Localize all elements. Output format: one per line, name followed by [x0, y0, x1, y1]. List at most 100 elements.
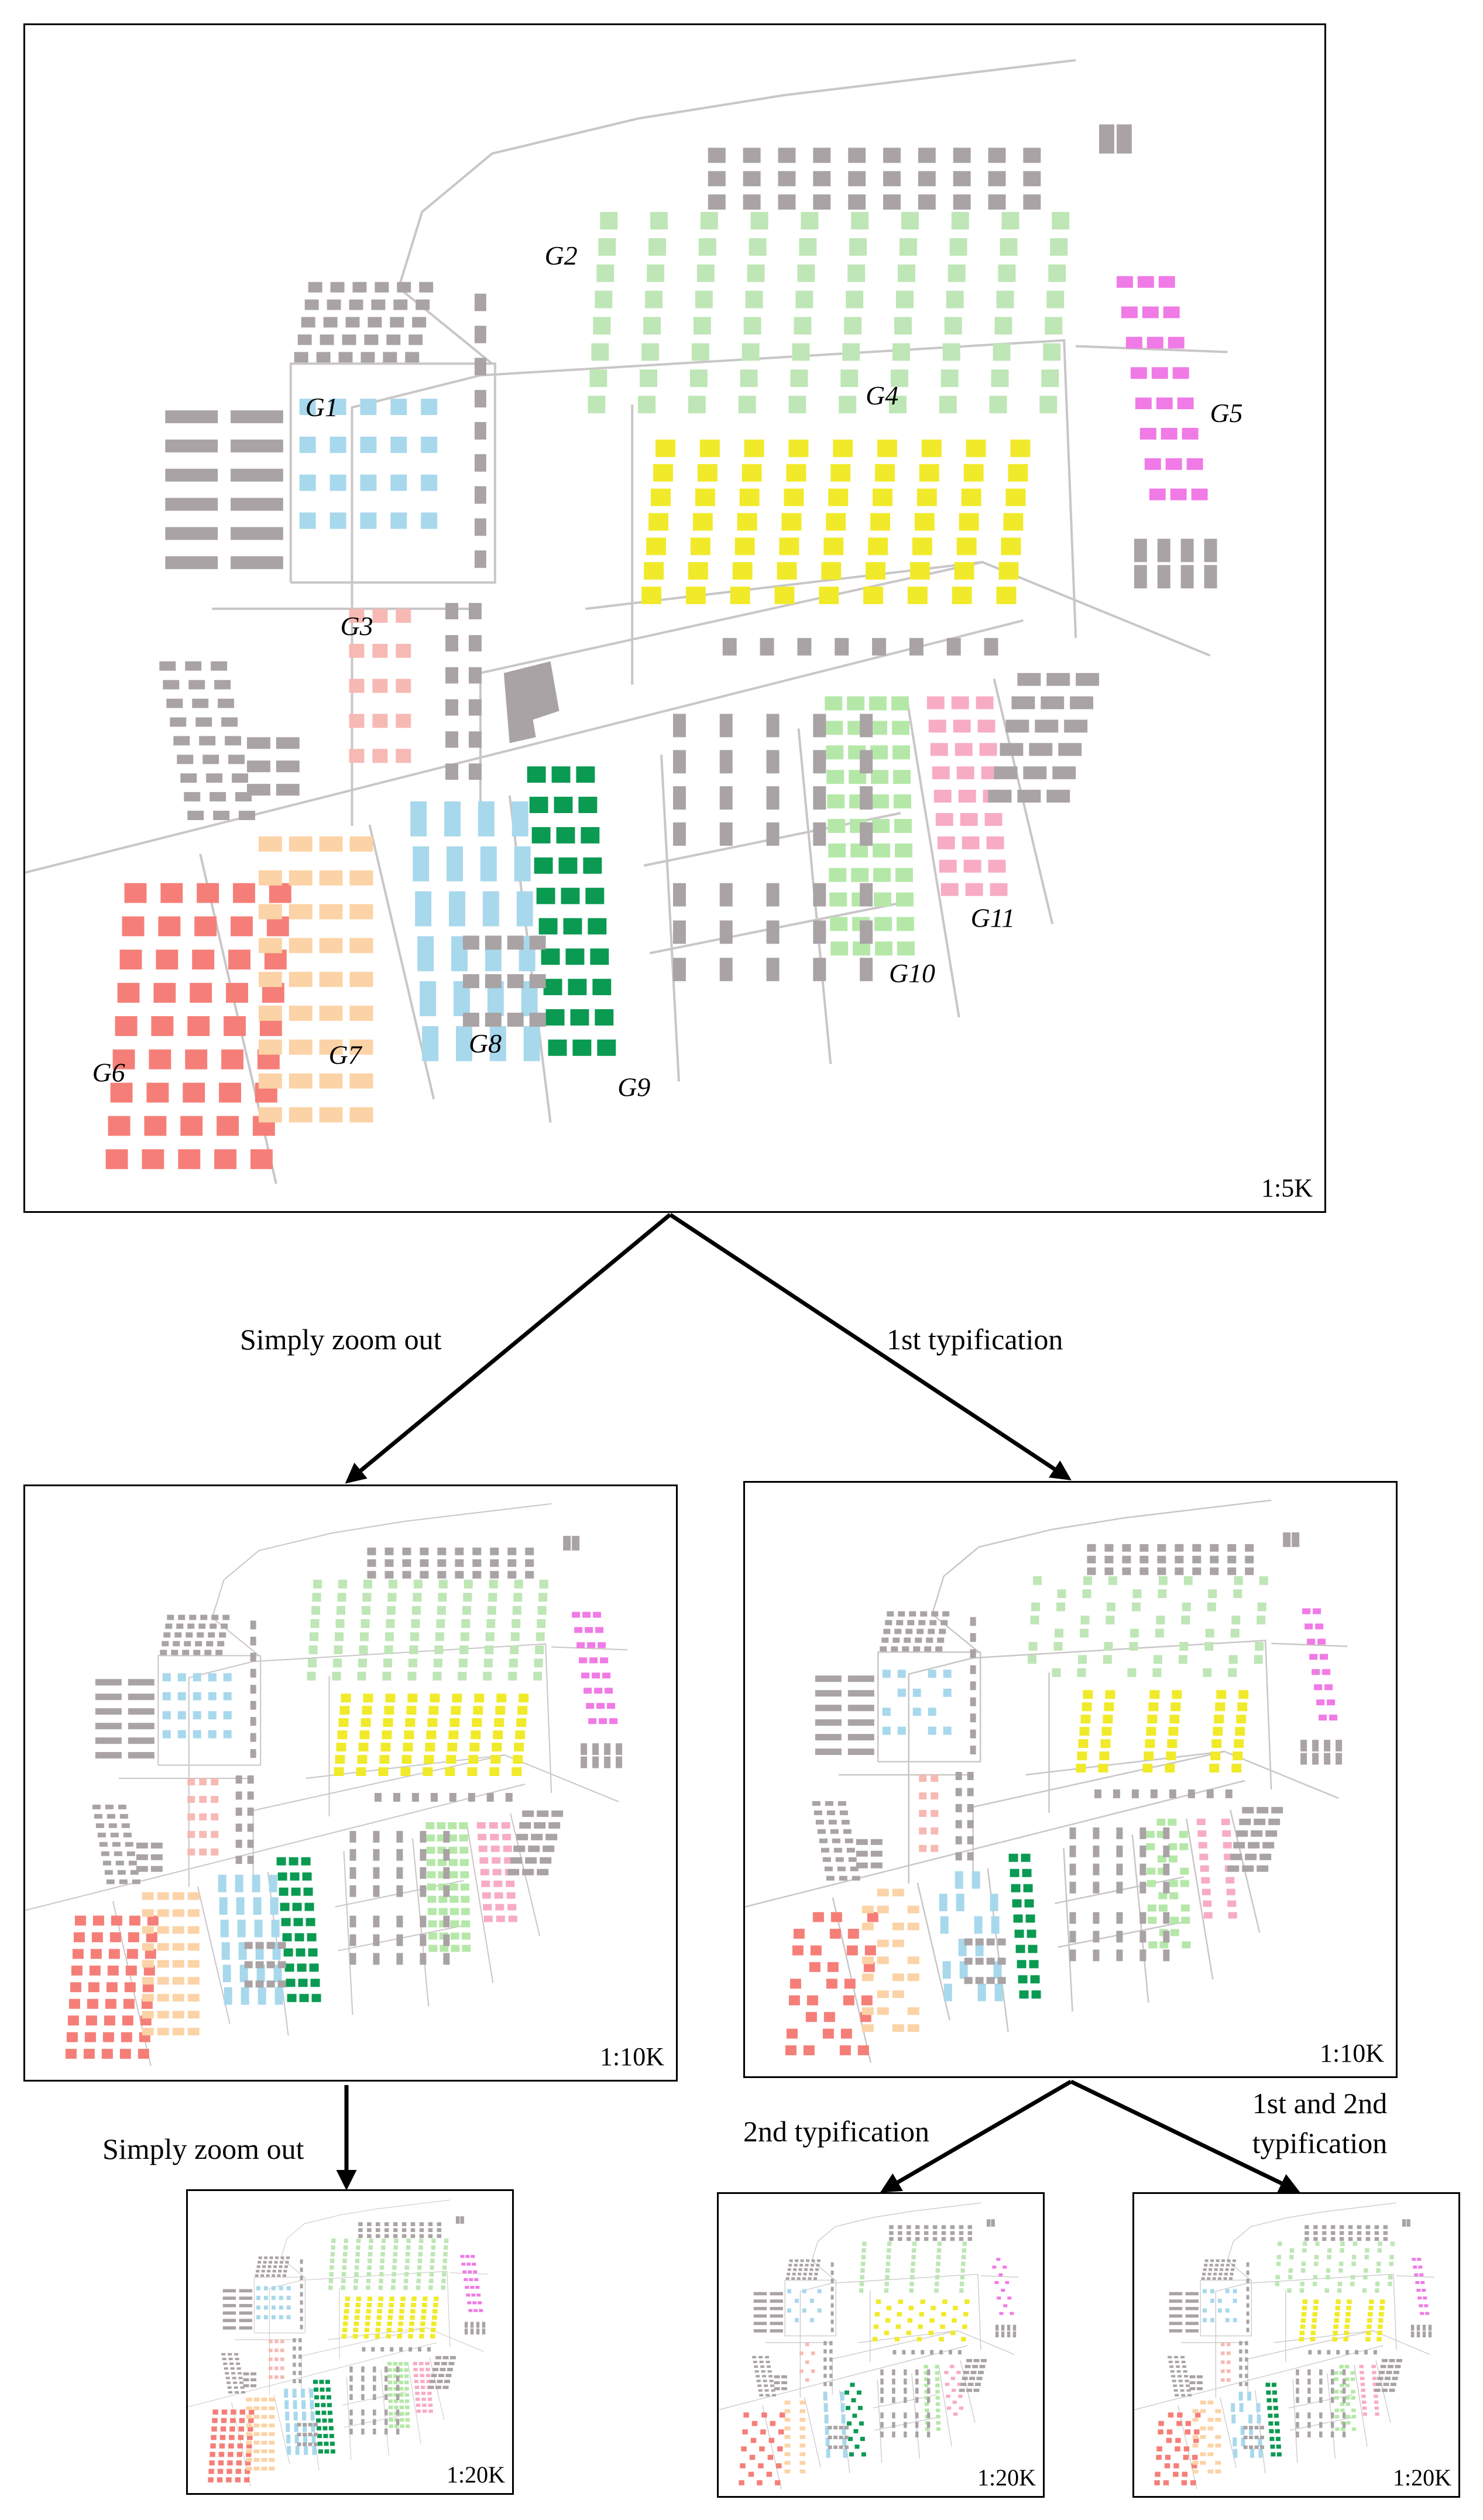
building-g5 [472, 2262, 476, 2266]
building-g10 [874, 892, 891, 907]
building [1093, 1827, 1100, 1839]
building-g11 [965, 883, 983, 896]
building-g6 [66, 2032, 78, 2042]
building-g2 [312, 1593, 321, 1602]
building-g3 [199, 1795, 207, 1803]
building-g10 [440, 1945, 449, 1952]
building-g1 [794, 2318, 799, 2323]
building-g7 [1215, 2409, 1221, 2413]
building-g9 [303, 1887, 313, 1896]
building [813, 822, 826, 846]
building-g9 [329, 2433, 334, 2439]
building-g6 [1156, 2454, 1162, 2460]
building [935, 1646, 943, 1652]
building [412, 317, 427, 328]
building [760, 637, 774, 656]
building [673, 786, 686, 810]
building-g6 [126, 1949, 138, 1959]
building-g4 [1312, 2318, 1317, 2323]
building [323, 317, 338, 328]
building [442, 2385, 449, 2389]
building [250, 1733, 256, 1742]
building-g2 [437, 1606, 446, 1615]
building-g4 [1301, 2312, 1307, 2317]
building [1212, 2277, 1216, 2280]
building-g11 [956, 766, 974, 780]
road-line [905, 696, 960, 1018]
building-g2 [356, 2238, 361, 2243]
building [264, 2256, 268, 2260]
building-g2 [1375, 2288, 1379, 2293]
building-g2 [512, 1619, 521, 1628]
building-g6 [1158, 2420, 1164, 2426]
building-g6 [208, 2477, 214, 2483]
building-g5 [1329, 1715, 1338, 1721]
road-line [1273, 2330, 1430, 2355]
building-g6 [776, 2463, 782, 2468]
building-g5 [1420, 2281, 1425, 2284]
building-g2 [1108, 1576, 1117, 1585]
building [1257, 1806, 1269, 1813]
building-g4 [1010, 439, 1031, 457]
building-g3 [280, 2357, 284, 2361]
building-g4 [364, 2327, 370, 2333]
building-g5 [1324, 1684, 1333, 1691]
building [847, 1705, 874, 1712]
building-g2 [799, 238, 817, 256]
building-g3 [274, 2348, 279, 2353]
building-g8 [295, 2446, 300, 2455]
building-g8 [478, 801, 495, 836]
building-g10 [389, 2424, 393, 2428]
building [973, 2358, 980, 2363]
building [1357, 2225, 1362, 2229]
building [984, 637, 998, 656]
building [1186, 2384, 1190, 2387]
building [513, 1845, 526, 1852]
building [241, 2391, 246, 2394]
building-g2 [934, 2288, 939, 2293]
building-g2 [390, 2285, 396, 2290]
building-g10 [1339, 2365, 1344, 2369]
building-g6 [768, 2437, 775, 2443]
building-g10 [399, 2399, 404, 2404]
building [1179, 2384, 1184, 2387]
building [396, 1849, 403, 1861]
building-g6 [229, 2426, 235, 2432]
building-g6 [214, 1149, 237, 1170]
building-g7 [269, 2397, 275, 2402]
building [419, 2222, 424, 2226]
building-g7 [1192, 2469, 1199, 2474]
building-g5 [1001, 2289, 1005, 2292]
building [1262, 1842, 1275, 1849]
building [770, 2292, 784, 2296]
building-g3 [919, 1792, 927, 1799]
building [255, 1942, 264, 1949]
building-g8 [1250, 2449, 1255, 2458]
building [1087, 1555, 1096, 1564]
building-g2 [329, 2265, 334, 2270]
building-g10 [829, 892, 847, 907]
building [1189, 2375, 1196, 2378]
building [848, 171, 866, 187]
building-g11 [492, 1868, 502, 1876]
building-g5 [1414, 2273, 1419, 2276]
building [815, 1819, 824, 1825]
building-g8 [284, 2400, 289, 2409]
building-g10 [461, 1932, 471, 1940]
building-g7 [892, 1990, 904, 1998]
building [396, 2394, 400, 2401]
building-g5 [605, 1688, 613, 1694]
building [907, 2225, 911, 2229]
building [224, 2367, 228, 2370]
building [1330, 2369, 1334, 2375]
building-g4 [378, 1767, 389, 1777]
building-g6 [786, 2028, 798, 2039]
building-g2 [1155, 1628, 1164, 1638]
building [95, 1752, 122, 1759]
building-g4 [655, 439, 675, 457]
building-g3 [396, 609, 411, 623]
building [1422, 2324, 1426, 2331]
building-g4 [929, 2318, 935, 2323]
building-g6 [843, 1995, 854, 2005]
building-g2 [1376, 2268, 1381, 2273]
